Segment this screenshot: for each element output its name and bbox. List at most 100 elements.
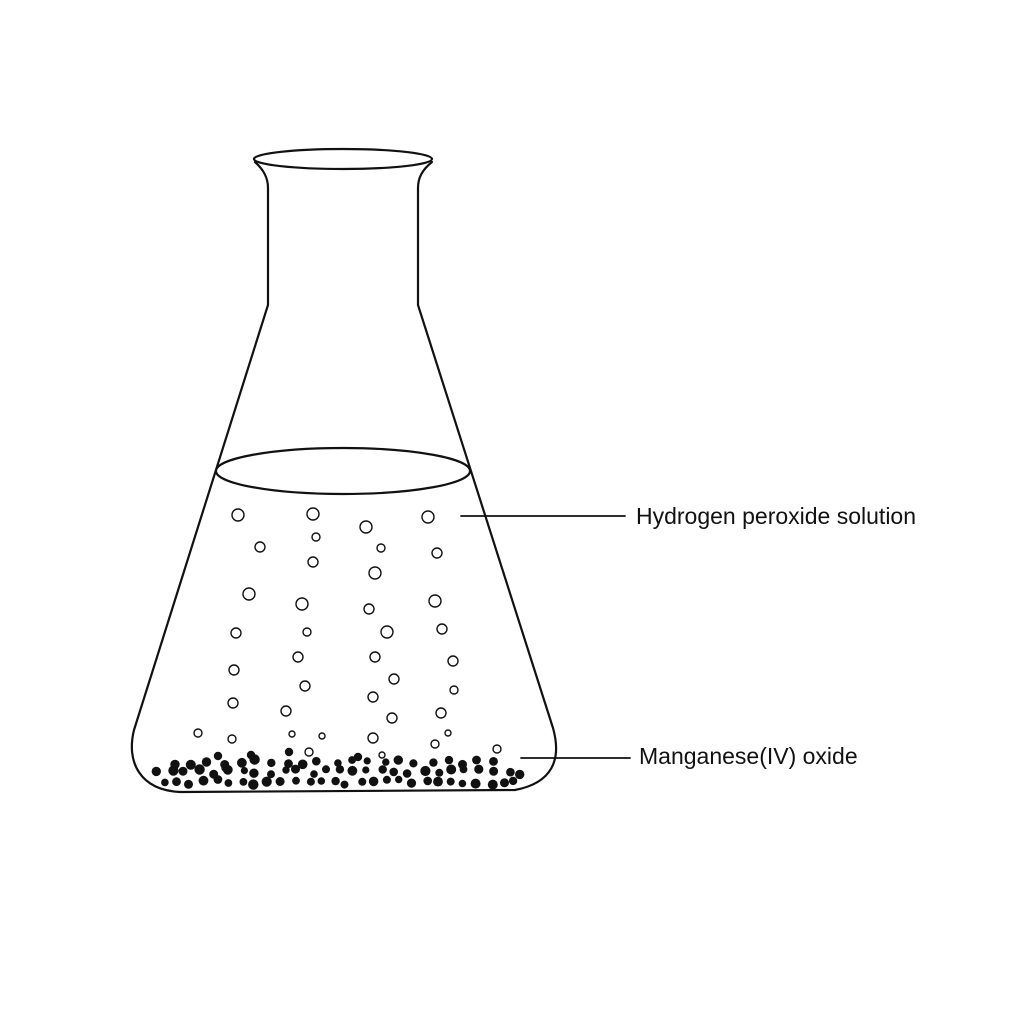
oxide-particle — [239, 778, 248, 786]
oxide-particle — [458, 759, 467, 769]
gas-bubble — [430, 739, 440, 749]
oxide-particle — [446, 777, 455, 786]
gas-bubble — [431, 547, 443, 559]
oxide-particle — [353, 752, 363, 762]
gas-bubble — [363, 603, 375, 615]
gas-bubble — [318, 732, 326, 740]
oxide-particle — [335, 765, 345, 774]
oxide-particle — [297, 759, 308, 770]
oxide-particle — [362, 766, 370, 774]
gas-bubble — [378, 751, 386, 759]
oxide-particle — [161, 778, 169, 787]
gas-bubble — [376, 543, 386, 553]
oxide-particle — [310, 770, 318, 778]
gas-bubble — [368, 566, 382, 580]
oxide-particle — [358, 777, 367, 786]
oxide-particle — [213, 751, 223, 761]
oxide-particle — [435, 768, 444, 777]
oxide-particle — [172, 777, 181, 787]
flask-rim — [252, 147, 434, 171]
gas-bubble — [311, 532, 321, 542]
oxide-particle — [334, 759, 342, 767]
gas-bubble — [380, 625, 394, 639]
gas-bubble — [242, 587, 256, 601]
oxide-particle — [267, 758, 276, 768]
oxide-particle — [291, 764, 300, 774]
oxide-particle — [240, 767, 248, 775]
oxide-particle — [489, 757, 498, 766]
gas-bubble — [231, 508, 245, 522]
oxide-particle — [402, 769, 412, 778]
gas-bubble — [369, 651, 381, 663]
gas-bubble — [388, 673, 400, 685]
oxide-particle — [151, 766, 161, 777]
oxide-particle — [347, 765, 358, 776]
oxide-particle — [224, 779, 233, 787]
oxide-particle — [312, 756, 321, 766]
liquid-surface — [214, 446, 472, 496]
oxide-particle — [201, 757, 212, 767]
gas-bubble — [280, 705, 292, 717]
oxide-particle — [248, 779, 259, 790]
oxide-particle — [508, 776, 518, 786]
oxide-particle — [194, 764, 205, 775]
oxide-particle — [382, 758, 390, 766]
gas-bubble — [193, 728, 203, 738]
oxide-particle — [382, 775, 391, 784]
gas-bubble — [359, 520, 373, 534]
oxide-particle — [267, 770, 275, 779]
gas-bubble — [444, 729, 452, 737]
oxide-particle — [500, 778, 509, 788]
oxide-particle — [444, 755, 454, 765]
oxide-particle — [292, 776, 300, 785]
oxide-particle — [472, 755, 481, 765]
oxide-particle — [178, 766, 188, 776]
gas-bubble — [227, 734, 237, 744]
gas-bubble — [227, 697, 239, 709]
oxide-particle — [389, 767, 399, 777]
oxide-particle — [198, 775, 209, 786]
gas-bubble — [492, 744, 502, 754]
oxide-particle — [275, 777, 285, 786]
manganese-oxide-particles — [151, 747, 525, 790]
gas-bubble — [295, 597, 309, 611]
flask-outline — [130, 160, 558, 794]
oxide-particle — [284, 759, 293, 769]
oxide-particle — [433, 776, 443, 787]
oxide-particle — [506, 767, 515, 777]
oxide-label: Manganese(IV) oxide — [639, 743, 858, 769]
solution-label: Hydrogen peroxide solution — [636, 503, 917, 529]
oxide-particle — [220, 760, 230, 769]
oxide-particle — [368, 776, 379, 787]
oxide-particle — [317, 777, 326, 785]
oxide-particle — [406, 778, 417, 788]
gas-bubble — [299, 680, 311, 692]
oxide-particle — [420, 765, 431, 777]
oxide-particle — [489, 766, 499, 776]
oxide-particle — [170, 759, 180, 770]
oxide-particle — [322, 765, 330, 774]
gas-bubble — [292, 651, 304, 663]
gas-bubble — [449, 685, 459, 695]
oxide-particle — [470, 778, 481, 789]
oxide-particle — [429, 758, 438, 767]
oxide-particle — [423, 776, 433, 786]
oxide-particle — [458, 779, 467, 788]
gas-bubble — [307, 556, 319, 568]
gas-bubble — [254, 541, 266, 553]
oxide-particle — [340, 780, 349, 789]
gas-bubble — [304, 747, 314, 757]
gas-bubble — [367, 732, 379, 744]
oxide-particle — [246, 750, 256, 760]
oxide-particle — [209, 769, 219, 779]
oxide-particle — [363, 757, 371, 765]
gas-bubble — [386, 712, 398, 724]
gas-bubble — [447, 655, 459, 667]
oxide-particle — [306, 777, 315, 786]
gas-bubble — [428, 594, 442, 608]
oxide-particle — [474, 764, 484, 774]
gas-bubbles — [193, 507, 502, 772]
oxide-particle — [378, 765, 387, 774]
oxide-particle — [331, 776, 340, 786]
